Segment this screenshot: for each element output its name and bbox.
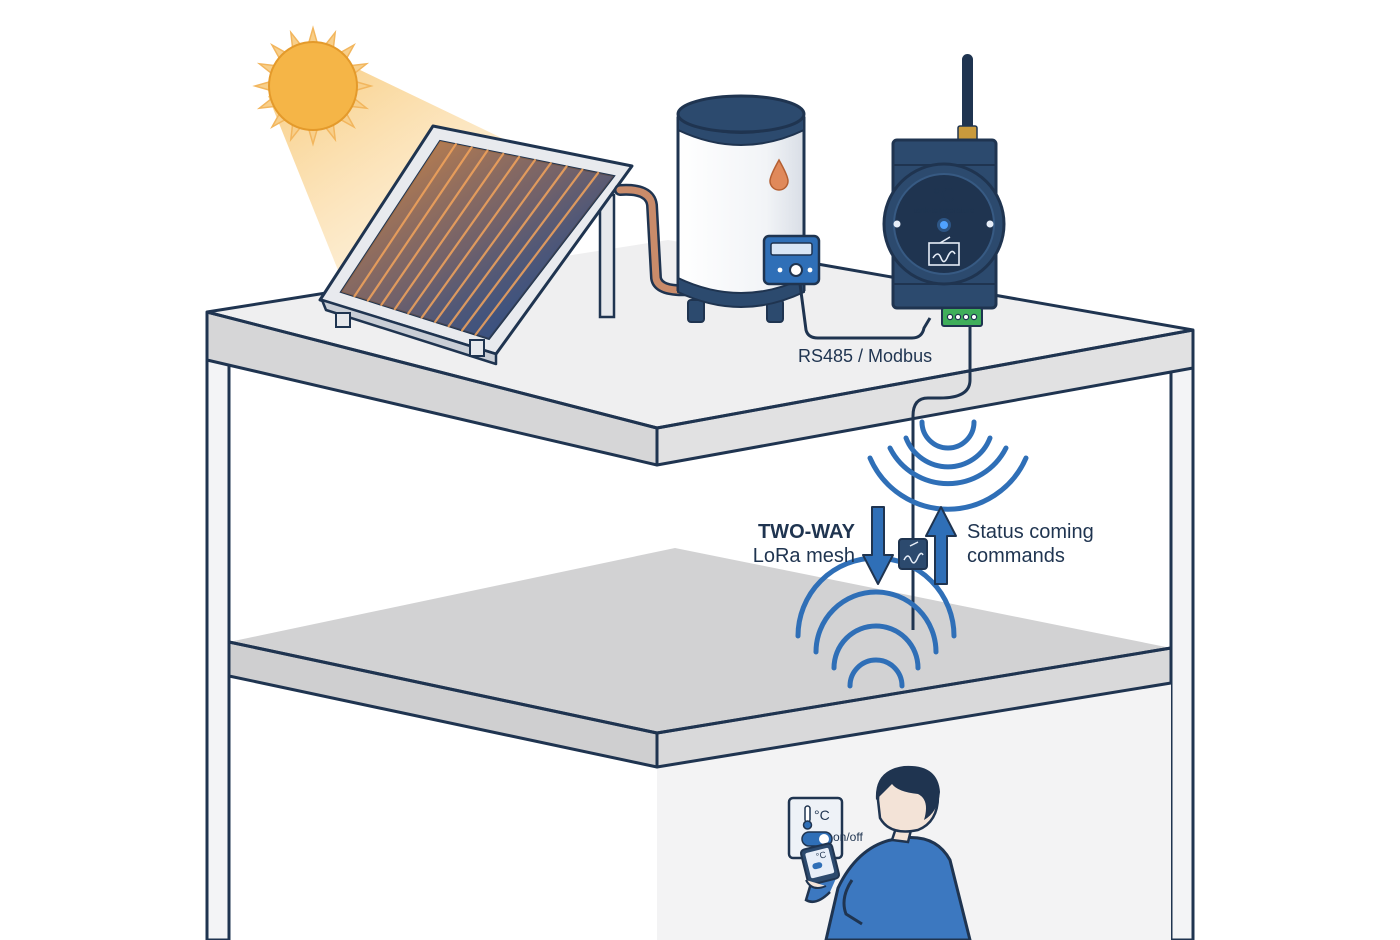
collector-tube	[353, 143, 457, 298]
thermometer-icon	[802, 805, 813, 830]
collector-tube	[366, 146, 473, 302]
solar-collector	[318, 124, 634, 366]
collector-tube	[420, 158, 537, 319]
lora-controller	[882, 54, 1006, 327]
collector-tube	[407, 155, 521, 315]
controller-unit: °C	[933, 185, 955, 207]
status-label-line1: Status coming	[967, 521, 1094, 543]
middle-floor-slab	[227, 548, 1173, 769]
collector-tube	[434, 162, 552, 324]
water-drop-icon	[769, 158, 789, 191]
phone-unit: °C	[815, 849, 828, 861]
rs485-cable	[798, 283, 932, 340]
status-label-line2: commands	[967, 545, 1065, 567]
hot-water-tank	[676, 94, 806, 323]
arrow-up-icon	[925, 506, 957, 585]
collector-tube	[474, 171, 600, 336]
rs485-label: RS485 / Modbus	[798, 346, 932, 366]
two-way-label: TWO-WAY	[758, 521, 856, 543]
lora-mesh-label: LoRa mesh	[753, 545, 855, 567]
collector-tube	[447, 165, 568, 328]
relay-switch-icon	[928, 236, 960, 266]
collector-tube	[460, 168, 584, 332]
collector-tube	[380, 149, 489, 306]
collector-tube	[393, 152, 505, 311]
sun-icon	[252, 25, 374, 147]
lora-feed-cable	[911, 326, 972, 630]
arrow-down-icon	[862, 506, 894, 585]
phone	[799, 842, 841, 889]
wall-switch-toggle-label: on/off	[833, 830, 863, 844]
wifi-signal-icon	[867, 419, 1029, 512]
antenna-icon	[957, 54, 978, 143]
relay-switch-icon	[898, 538, 928, 570]
tank-thermostat	[762, 234, 821, 286]
controller-sensor-name: tank-temperature	[914, 206, 975, 215]
wall-switch-unit: °C	[814, 807, 830, 823]
